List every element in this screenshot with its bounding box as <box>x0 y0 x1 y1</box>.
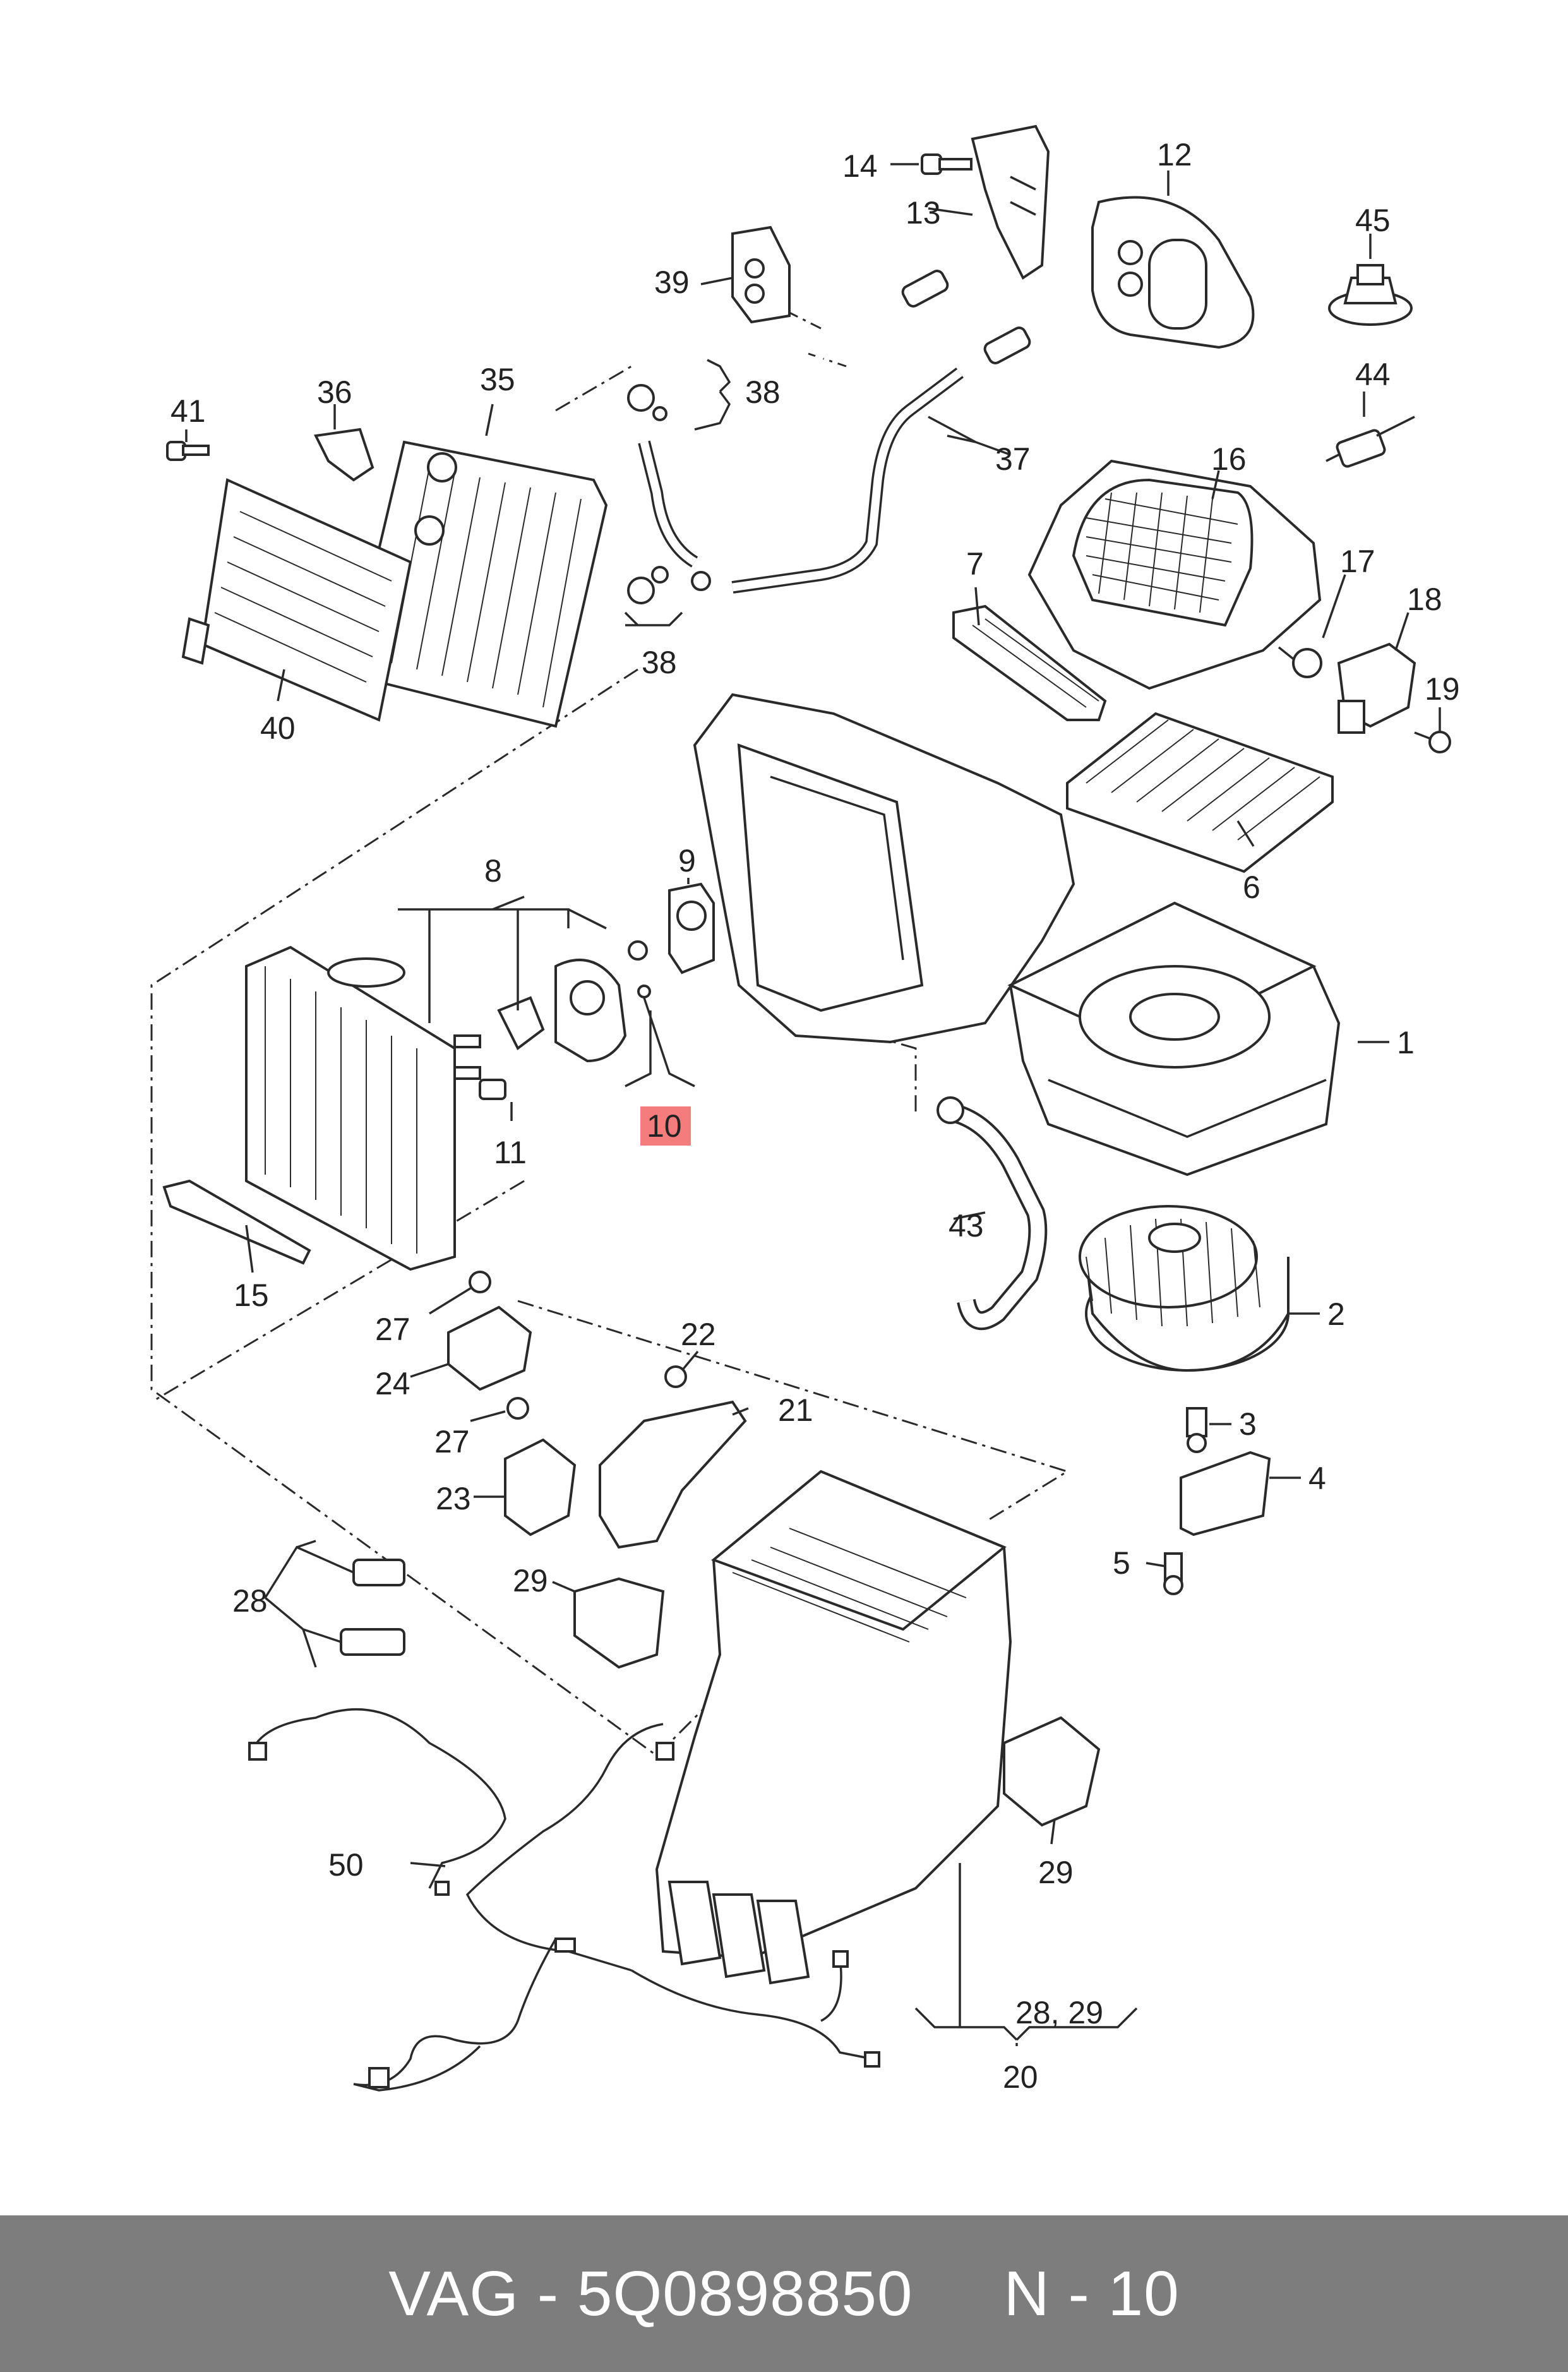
callout-27a: 27 <box>375 1312 410 1347</box>
callout-4: 4 <box>1308 1461 1326 1496</box>
callout-3: 3 <box>1239 1406 1257 1442</box>
bracket-part-36 <box>313 428 374 482</box>
servo-motor-part-24 <box>447 1305 532 1391</box>
callout-38a: 38 <box>745 374 781 410</box>
callout-16: 16 <box>1211 441 1247 477</box>
callout-43: 43 <box>949 1208 984 1243</box>
grommet-part-45 <box>1328 264 1413 326</box>
connector-part-39 <box>731 225 791 324</box>
callout-12: 12 <box>1157 137 1192 172</box>
pollen-filter-part-6 <box>1066 712 1334 873</box>
callout-41: 41 <box>171 393 206 429</box>
callout-28: 28 <box>232 1583 268 1619</box>
screw-part-27b <box>506 1397 529 1420</box>
callout-50: 50 <box>328 1847 364 1883</box>
bolt-part-41 <box>166 441 210 461</box>
expansion-valve-part-9 <box>628 882 715 998</box>
callout-18: 18 <box>1407 582 1442 617</box>
callout-29b: 29 <box>1038 1855 1074 1890</box>
callout-2: 2 <box>1327 1297 1345 1332</box>
callout-45: 45 <box>1355 203 1391 238</box>
assembly-outline-middle <box>151 1180 1070 1523</box>
callout-20: 20 <box>1003 2059 1038 2095</box>
callout-13: 13 <box>906 195 941 231</box>
servo-motor-part-29a <box>573 1577 665 1669</box>
leader-lines <box>185 163 1441 2046</box>
callout-6: 6 <box>1243 870 1260 905</box>
pin-part-17 <box>1278 646 1322 678</box>
callout-19: 19 <box>1425 671 1460 707</box>
air-intake-housing-part-16 <box>1027 459 1322 690</box>
lever-part-21 <box>599 1400 747 1549</box>
blower-housing-part-1 <box>1007 901 1341 1177</box>
callout-39: 39 <box>654 265 690 300</box>
exploded-parts-diagram: 1 2 3 4 5 6 7 8 9 10 11 12 13 14 15 16 1… <box>150 124 1460 2095</box>
callout-7: 7 <box>966 546 984 582</box>
callout-35: 35 <box>480 362 515 397</box>
heater-box-part-20 <box>655 1470 1012 1985</box>
callout-14: 14 <box>842 148 878 184</box>
heat-shield-part-40 <box>181 478 412 722</box>
callout-8: 8 <box>484 853 502 889</box>
screw-part-3 <box>1186 1407 1207 1453</box>
gasket-plate-part-12 <box>1091 196 1255 349</box>
highlight-box-10 <box>640 1106 691 1146</box>
bracket-part-13 <box>971 124 1050 280</box>
callout-15: 15 <box>234 1278 269 1313</box>
callout-17: 17 <box>1340 544 1375 579</box>
callout-28-29: 28, 29 <box>1015 1995 1103 2030</box>
flap-part-7 <box>952 604 1107 721</box>
screw-part-27a <box>469 1271 491 1293</box>
pin-part-44 <box>1326 416 1415 468</box>
heater-housing-upper <box>693 693 1075 1044</box>
part-number-footer: VAG - 5Q0898850 N - 10 <box>0 2215 1568 2372</box>
assembly-outline-upper <box>150 668 709 1757</box>
servo-motor-part-18 <box>1337 642 1416 734</box>
drain-hose-part-43 <box>937 1096 1048 1331</box>
callout-27b: 27 <box>434 1424 470 1459</box>
callout-labels: 1 2 3 4 5 6 7 8 9 10 11 12 13 14 15 16 1… <box>171 137 1460 2095</box>
screw-part-19 <box>1414 731 1451 753</box>
screw-part-11 <box>479 1079 506 1100</box>
actuator-lever-part-15 <box>162 1179 311 1265</box>
callout-37: 37 <box>995 441 1031 477</box>
clamps-part-38 <box>627 384 711 604</box>
callout-40: 40 <box>260 710 296 746</box>
blower-fan-part-2 <box>1079 1205 1290 1372</box>
evaporator-part-35 <box>352 440 608 728</box>
bolt-part-14 <box>921 153 973 175</box>
servo-motor-part-23 <box>504 1438 577 1536</box>
callout-23: 23 <box>436 1481 471 1516</box>
sensors-part-28 <box>340 1559 405 1656</box>
callout-10: 10 <box>647 1108 682 1144</box>
callout-24: 24 <box>375 1366 410 1401</box>
callout-29a: 29 <box>513 1563 548 1598</box>
part-number-text: VAG - 5Q0898850 N - 10 <box>388 2258 1180 2329</box>
heater-core-part-8 <box>245 945 627 1271</box>
refrigerant-lines-part-37 <box>638 270 1031 594</box>
bracket-part-8 <box>453 996 545 1080</box>
pipe-link-dash <box>555 308 847 412</box>
callout-21: 21 <box>778 1393 813 1428</box>
callout-9: 9 <box>678 843 696 878</box>
callout-38b: 38 <box>642 645 677 680</box>
screw-part-22 <box>664 1365 687 1388</box>
callout-11: 11 <box>494 1135 527 1170</box>
wiring-harness-part-50 <box>248 1708 880 2092</box>
callout-36: 36 <box>317 374 352 410</box>
callout-22: 22 <box>681 1317 716 1352</box>
callout-1: 1 <box>1397 1025 1415 1060</box>
callout-5: 5 <box>1113 1545 1130 1581</box>
resistor-part-4 <box>1180 1451 1271 1536</box>
screw-part-5 <box>1163 1552 1183 1595</box>
callout-44: 44 <box>1355 357 1391 392</box>
servo-motor-part-29b <box>1003 1716 1101 1827</box>
